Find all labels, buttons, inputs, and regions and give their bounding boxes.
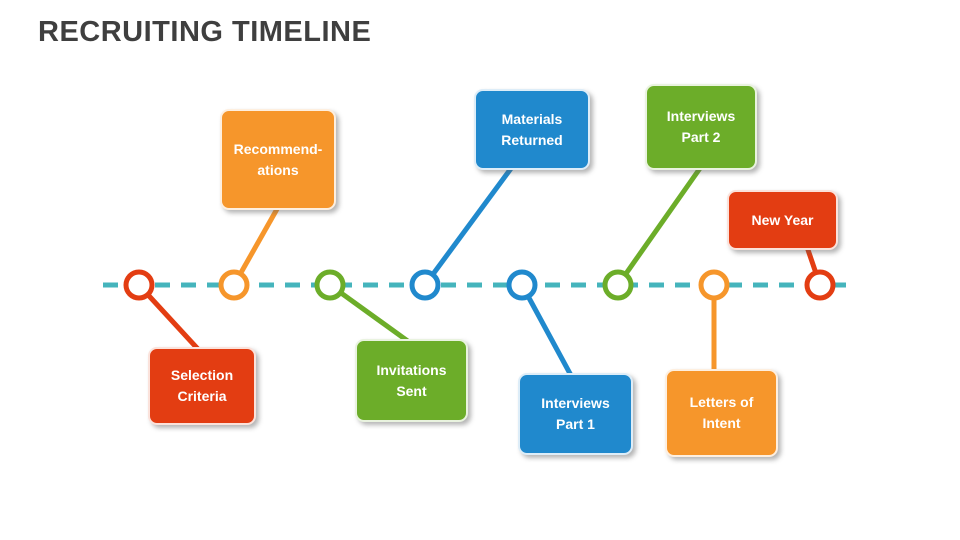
page-title: RECRUITING TIMELINE — [38, 16, 372, 48]
connector-line — [519, 283, 577, 383]
milestone-label: Interviews Part 2 — [666, 108, 736, 145]
milestone-label: Interviews Part 1 — [541, 395, 610, 432]
milestone-label: Invitations Sent — [376, 361, 447, 399]
milestone-label: Letters of Intent — [689, 394, 754, 431]
connector-line — [422, 161, 518, 287]
milestone-label: Recommend- ations — [233, 140, 323, 178]
milestone-box: New Year — [727, 190, 838, 250]
milestone-box: Materials Returned — [474, 89, 590, 170]
milestone-marker — [602, 269, 634, 301]
milestone-box: Interviews Part 1 — [518, 373, 633, 455]
milestone-marker — [314, 269, 346, 301]
milestone-label: Materials Returned — [501, 110, 563, 148]
milestone-box: Selection Criteria — [148, 347, 256, 425]
milestone-box: Interviews Part 2 — [645, 84, 757, 170]
milestone-box: Invitations Sent — [355, 339, 468, 422]
milestone-marker — [506, 269, 538, 301]
milestone-marker — [409, 269, 441, 301]
milestone-marker — [698, 269, 730, 301]
milestone-marker — [123, 269, 155, 301]
connector-line — [328, 282, 418, 350]
milestone-box: Letters of Intent — [665, 369, 778, 457]
connector-line — [231, 200, 284, 287]
milestone-box: Recommend- ations — [220, 109, 336, 210]
milestone-marker — [218, 269, 250, 301]
milestone-label: Selection Criteria — [170, 367, 234, 404]
connector-line — [615, 162, 706, 287]
milestone-label: New Year — [751, 211, 814, 228]
milestone-marker — [804, 269, 836, 301]
